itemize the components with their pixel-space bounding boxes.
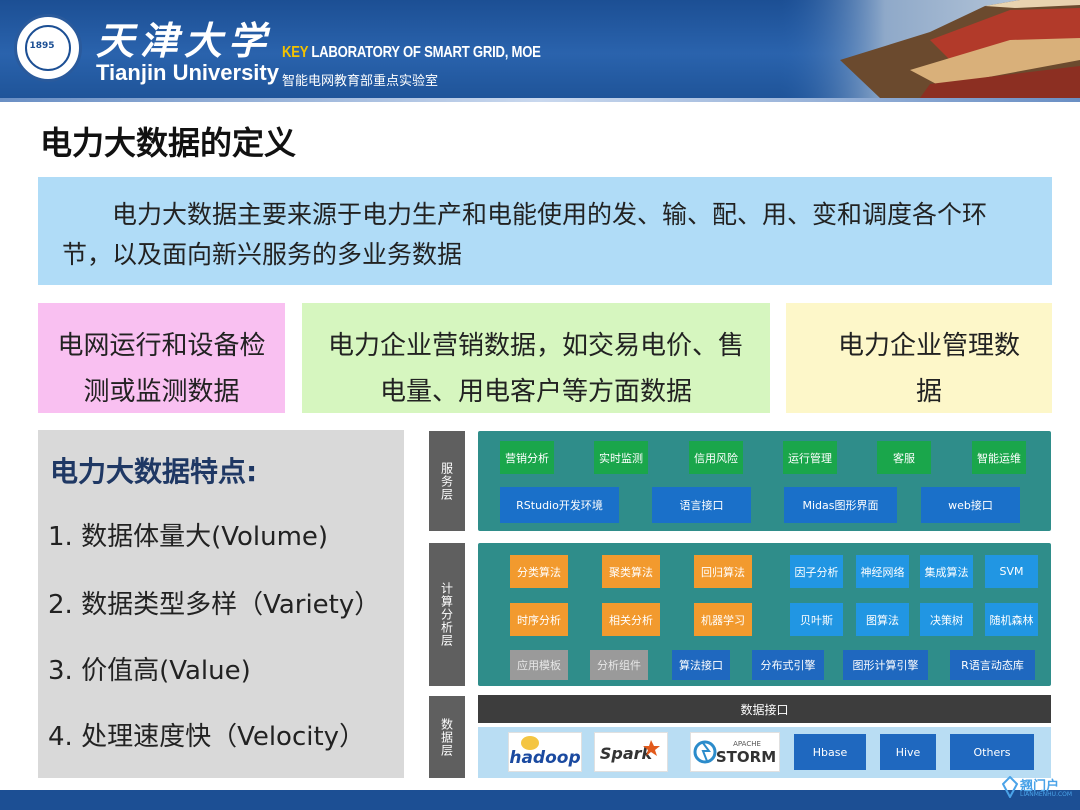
storm-logo: APACHE STORM [690, 732, 780, 772]
algo-random-forest: 随机森林 [985, 603, 1038, 636]
service-customer-service: 客服 [877, 441, 931, 474]
university-name-en: Tianjin University [96, 60, 279, 85]
algo-machine-learning: 机器学习 [694, 603, 752, 636]
compute-analysis-component: 分析组件 [590, 650, 648, 680]
service-marketing-analysis: 营销分析 [500, 441, 554, 474]
algo-ensemble: 集成算法 [920, 555, 973, 588]
features-title: 电力大数据特点: [50, 455, 258, 488]
svg-text:APACHE: APACHE [733, 740, 761, 748]
slide-title: 电力大数据的定义 [40, 124, 297, 162]
algo-factor-analysis: 因子分析 [790, 555, 843, 588]
service-rstudio-env: RStudio开发环境 [500, 487, 619, 523]
seal-inner-ring: 1895 [25, 25, 71, 71]
layer-label-service: 服务层 [429, 431, 465, 531]
seal-year: 1895 [29, 41, 55, 51]
source-box-management: 电力企业管理数据 [786, 303, 1052, 413]
definition-box: 电力大数据主要来源于电力生产和电能使用的发、输、配、用、变和调度各个环节，以及面… [38, 177, 1052, 285]
lab-name-en-rest: LABORATORY OF SMART GRID, MOE [308, 44, 541, 61]
service-smart-ops: 智能运维 [972, 441, 1026, 474]
feature-item-velocity: 4. 处理速度快（Velocity） [48, 722, 366, 752]
layer-label-data: 数据层 [429, 696, 465, 778]
definition-text: 电力大数据主要来源于电力生产和电能使用的发、输、配、用、变和调度各个环节，以及面… [62, 200, 988, 269]
service-realtime-monitoring: 实时监测 [594, 441, 648, 474]
source-text-management: 电力企业管理数据 [837, 331, 1020, 407]
university-seal-logo: 1895 [14, 14, 82, 82]
algo-neural-network: 神经网络 [856, 555, 909, 588]
algo-clustering: 聚类算法 [602, 555, 660, 588]
source-box-grid-operation: 电网运行和设备检测或监测数据 [38, 303, 285, 413]
service-web-interface: web接口 [921, 487, 1020, 523]
algo-svm: SVM [985, 555, 1038, 588]
algo-regression: 回归算法 [694, 555, 752, 588]
algo-bayes: 贝叶斯 [790, 603, 843, 636]
source-text-marketing: 电力企业营销数据，如交易电价、售电量、用电客户等方面数据 [327, 331, 744, 407]
watermark-text: 翘门户 [1020, 779, 1060, 794]
store-hbase: Hbase [794, 734, 866, 770]
algo-correlation: 相关分析 [602, 603, 660, 636]
store-others: Others [950, 734, 1034, 770]
watermark-logo: 翘门户 LIANMENHU.COM [1000, 772, 1078, 802]
service-credit-risk: 信用风险 [689, 441, 743, 474]
algo-time-series: 时序分析 [510, 603, 568, 636]
data-interface-bar: 数据接口 [478, 695, 1051, 723]
layer-label-compute: 计算分析层 [429, 543, 465, 686]
hadoop-logo: hadoop [508, 732, 582, 772]
svg-text:hadoop: hadoop [510, 748, 580, 768]
university-name-cn: 天津大学 [96, 18, 273, 63]
svg-text:Spark: Spark [600, 744, 654, 763]
service-language-interface: 语言接口 [652, 487, 751, 523]
svg-text:STORM: STORM [716, 748, 776, 766]
watermark-sub: LIANMENHU.COM [1020, 791, 1073, 798]
compute-r-dynamic-library: R语言动态库 [950, 650, 1035, 680]
lab-name-en: KEY LABORATORY OF SMART GRID, MOE [282, 44, 541, 62]
algo-graph: 图算法 [856, 603, 909, 636]
source-box-marketing: 电力企业营销数据，如交易电价、售电量、用电客户等方面数据 [302, 303, 770, 413]
feature-item-volume: 1. 数据体量大(Volume) [48, 522, 329, 552]
algo-decision-tree: 决策树 [920, 603, 973, 636]
compute-graph-engine: 图形计算引擎 [843, 650, 928, 680]
compute-app-template: 应用模板 [510, 650, 568, 680]
building-roof-image [780, 0, 1080, 98]
compute-distributed-engine: 分布式引擎 [752, 650, 824, 680]
service-midas-gui: Midas图形界面 [784, 487, 897, 523]
store-hive: Hive [880, 734, 936, 770]
header-banner: 1895 天津大学 Tianjin University KEY LABORAT… [0, 0, 1080, 98]
footer-bar [0, 790, 1080, 810]
feature-item-value: 3. 价值高(Value) [48, 656, 251, 686]
header-divider [0, 98, 1080, 102]
features-box [38, 430, 404, 778]
lab-name-cn: 智能电网教育部重点实验室 [282, 74, 439, 89]
compute-algorithm-interface: 算法接口 [672, 650, 730, 680]
service-operation-management: 运行管理 [783, 441, 837, 474]
lab-key-word: KEY [282, 44, 309, 61]
spark-logo: Spark [594, 732, 668, 772]
source-text-grid-operation: 电网运行和设备检测或监测数据 [57, 331, 266, 407]
algo-classification: 分类算法 [510, 555, 568, 588]
feature-item-variety: 2. 数据类型多样（Variety） [48, 590, 381, 620]
